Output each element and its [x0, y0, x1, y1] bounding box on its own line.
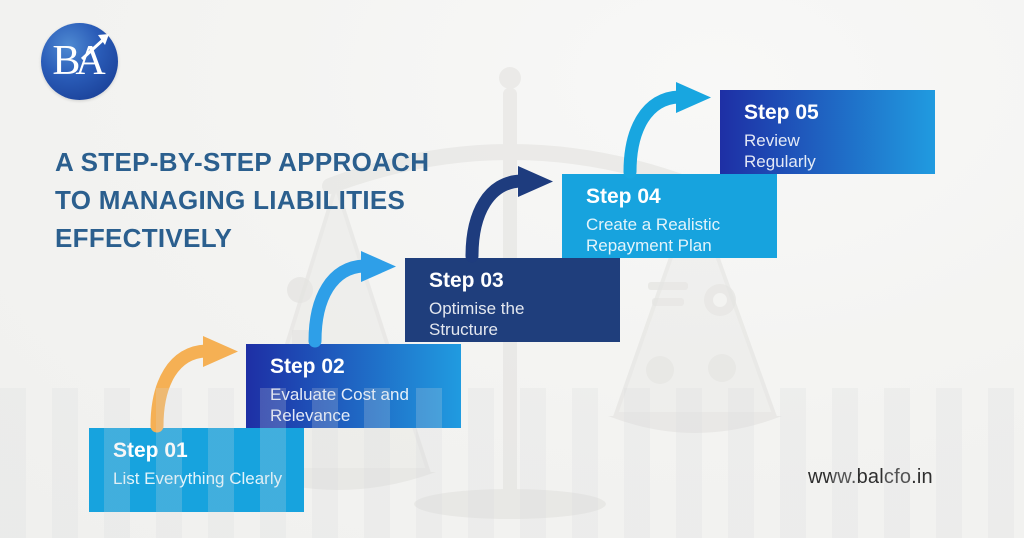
arrow-step2-to-step3-icon [308, 251, 396, 348]
arrow-head [676, 82, 711, 113]
step-03-label: Step 03 [429, 269, 504, 292]
step-card-02: Step 02 Evaluate Cost and Relevance [246, 344, 461, 428]
arrow-curve [150, 344, 213, 433]
pan-icon-moneybag [646, 356, 674, 384]
step-card-05: Step 05 Review Regularly [720, 90, 935, 174]
title-line-2: TO MANAGING LIABILITIES [55, 185, 406, 215]
arrow-step1-to-step2-icon [150, 336, 238, 433]
step-02-label: Step 02 [270, 355, 345, 378]
step-05-description: Review Regularly [744, 131, 816, 171]
arrow-step3-to-step4-icon [465, 166, 553, 263]
page-title: A STEP-BY-STEP APPROACH TO MANAGING LIAB… [55, 143, 429, 257]
arrow-curve [465, 174, 528, 263]
website-url: www.balcfo.in [808, 466, 933, 488]
step-02-description: Evaluate Cost and Relevance [270, 385, 409, 425]
pan-icon-donut [704, 284, 736, 316]
arrow-head [518, 166, 553, 197]
brand-logo: BA [41, 23, 118, 100]
step-04-label: Step 04 [586, 185, 661, 208]
step-05-label: Step 05 [744, 101, 819, 124]
step-04-description: Create a Realistic Repayment Plan [586, 215, 721, 255]
pan-icon-list [648, 282, 688, 290]
title-line-3: EFFECTIVELY [55, 223, 233, 253]
scale-finial [499, 67, 521, 89]
arrow-curve [623, 90, 686, 179]
scale-right-dish [608, 416, 782, 433]
pan-icon-donut-hole [713, 293, 727, 307]
step-card-04: Step 04 Create a Realistic Repayment Pla… [562, 174, 777, 258]
step-card-01: Step 01 List Everything Clearly [89, 428, 304, 512]
arrow-head [203, 336, 238, 367]
logo-arrow-icon [80, 34, 109, 61]
arrow-step4-to-step5-icon [623, 82, 711, 179]
step-card-03: Step 03 Optimise the Structure [405, 258, 620, 342]
arrow-head [361, 251, 396, 282]
pan-icon-moneybag2 [708, 354, 736, 382]
scale-base [414, 489, 606, 519]
pan-icon-list2 [652, 298, 684, 306]
step-03-description: Optimise the Structure [429, 299, 525, 339]
title-line-1: A STEP-BY-STEP APPROACH [55, 147, 430, 177]
step-01-description: List Everything Clearly [113, 469, 283, 488]
arrow-curve [308, 259, 371, 348]
step-01-label: Step 01 [113, 439, 188, 462]
